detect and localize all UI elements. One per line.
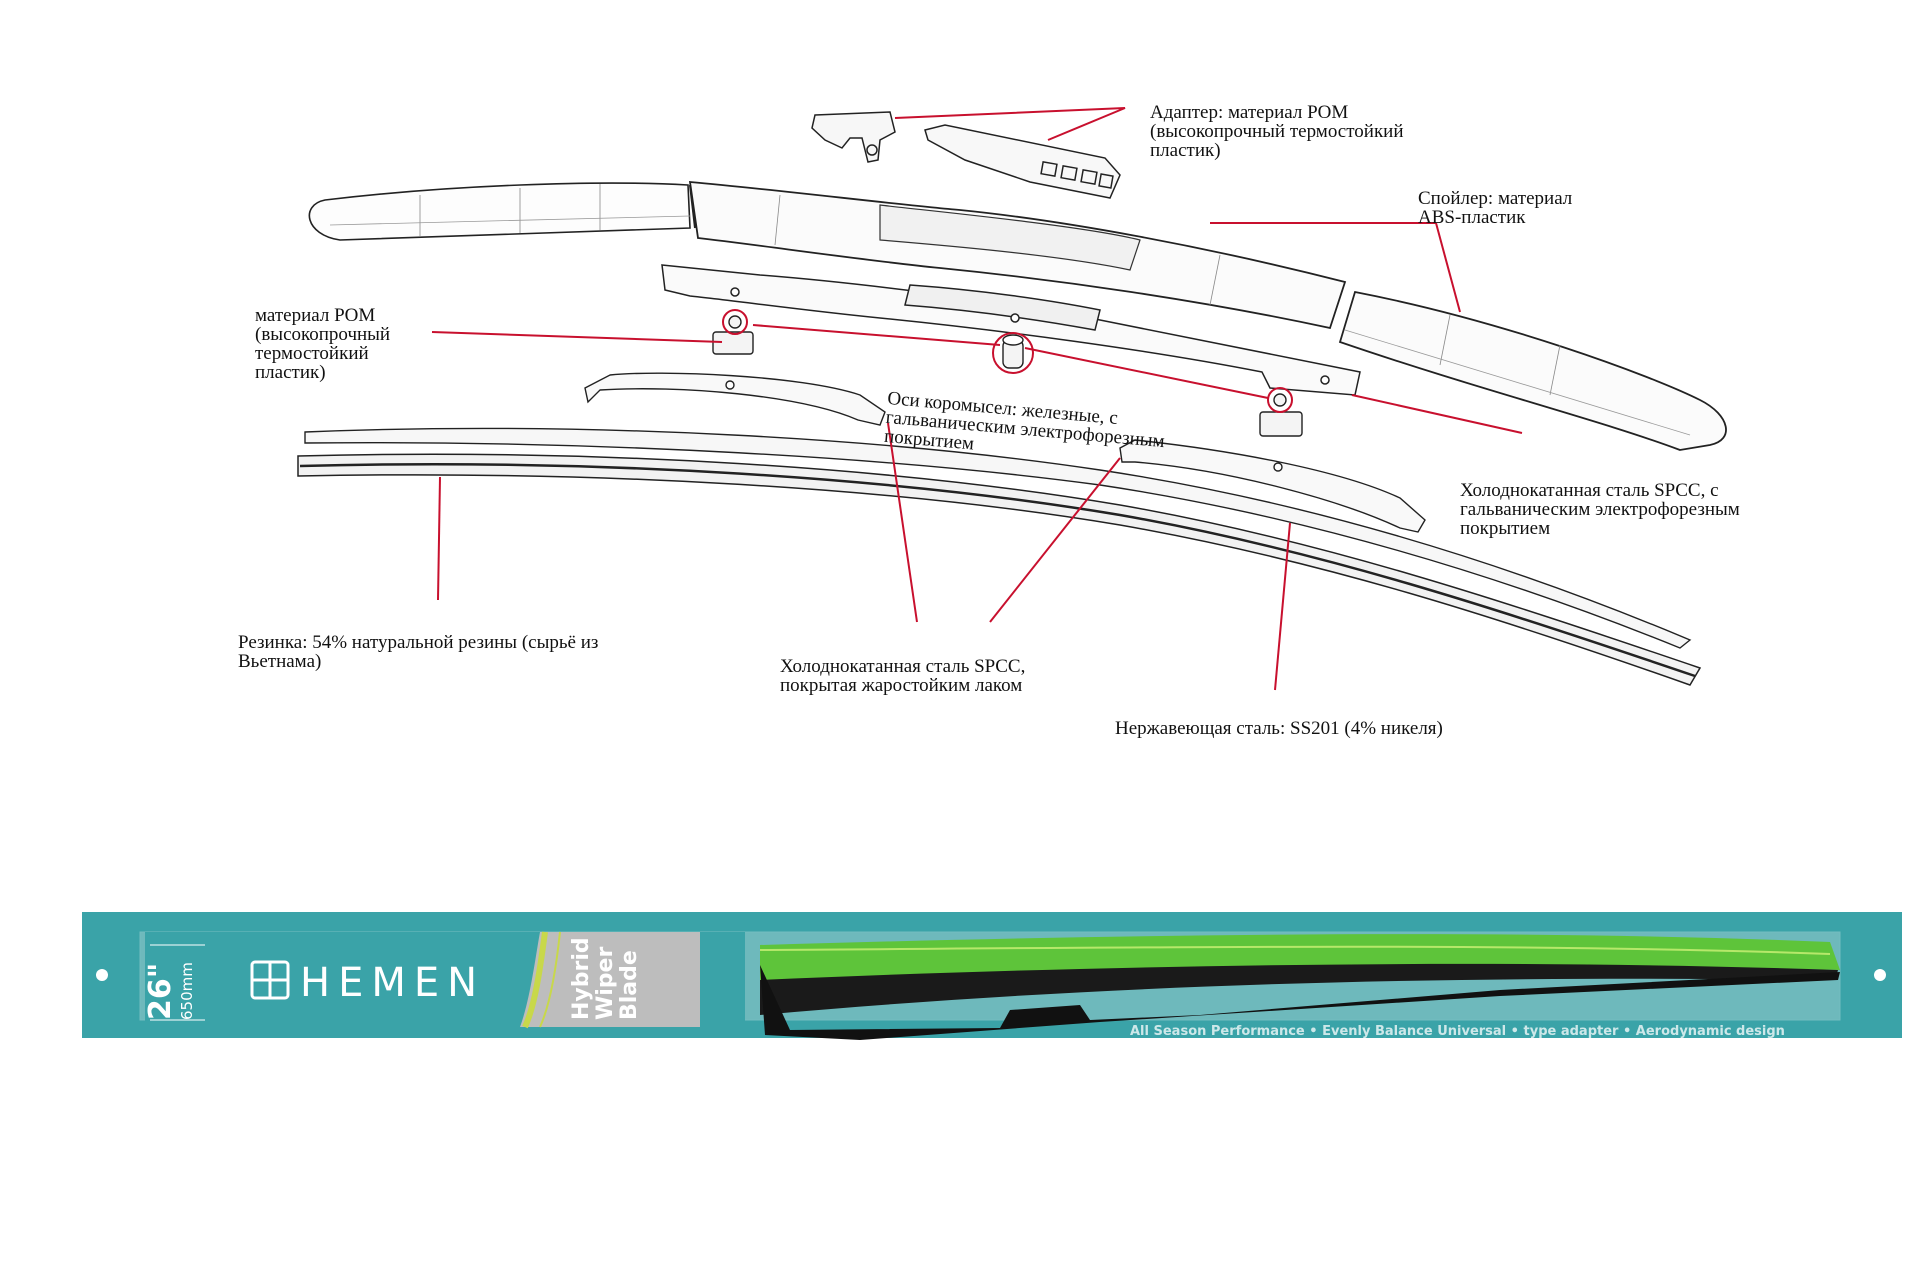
feature-line: All Season Performance • Evenly Balance …: [1130, 1024, 1785, 1039]
spoiler-center-part: [688, 181, 1347, 330]
spoiler-right-part: [1338, 290, 1727, 451]
label-spcc-lacquer: Холоднокатанная сталь SPCC,покрытая жаро…: [780, 656, 1026, 696]
product-package: 26" 650mm HEMEN Hybrid Wiper Blade All S…: [82, 912, 1902, 1040]
label-stainless: Нержавеющая сталь: SS201 (4% никеля): [1115, 718, 1443, 739]
size-text: 26": [143, 963, 178, 1020]
adapter-clip: [811, 111, 896, 163]
pom-clip: [712, 315, 754, 355]
adapter-block: [924, 124, 1121, 199]
rubber-squeegee: [297, 453, 1702, 686]
product-line-3: Blade: [617, 950, 642, 1020]
wiper-blade: [759, 934, 1840, 1040]
leader-lines: [431, 107, 1523, 691]
label-rubber: Резинка: 54% натуральной резины (сырьё и…: [238, 632, 599, 672]
exploded-diagram: [297, 107, 1727, 691]
hemen-logo: HEMEN: [250, 960, 485, 1006]
length-text: 650mm: [178, 962, 196, 1020]
rocker-right: [1119, 439, 1426, 533]
rocker-pin: [1002, 334, 1024, 369]
product-line-panel: Hybrid Wiper Blade: [520, 931, 700, 1029]
label-adapter: Адаптер: материал POM(высокопрочный терм…: [1150, 102, 1404, 161]
highlight-circles: [722, 309, 1293, 413]
size-badge: 26" 650mm: [143, 962, 196, 1020]
rocker-left: [584, 372, 886, 426]
pom-clip-right: [1259, 393, 1303, 437]
product-line-1: Hybrid: [569, 937, 594, 1020]
spoiler-left-part: [308, 182, 696, 241]
brand-name: HEMEN: [300, 960, 485, 1006]
steel-strip: [304, 427, 1692, 649]
product-line-2: Wiper: [593, 947, 618, 1020]
